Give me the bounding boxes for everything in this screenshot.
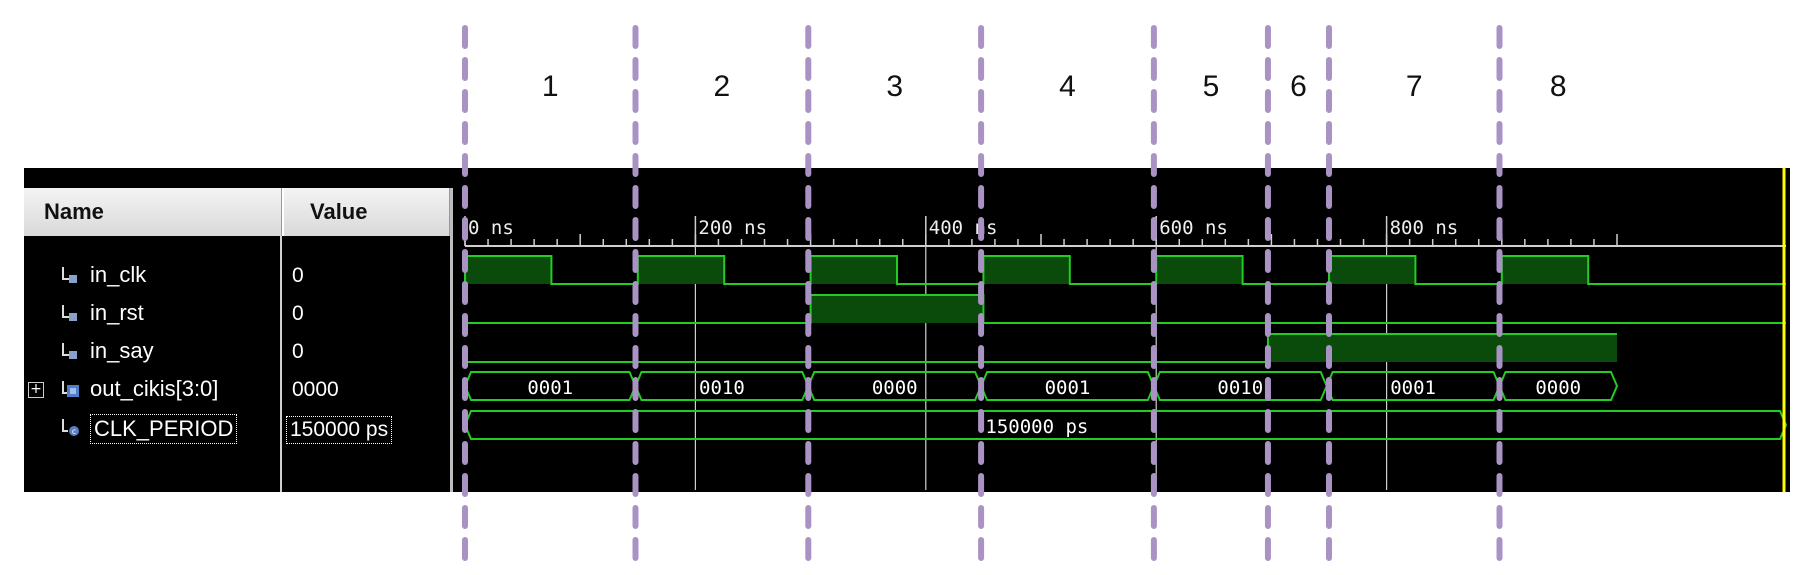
- time-axis-label: 600 ns: [1159, 217, 1228, 239]
- out-cikis-value-label: 0010: [1217, 377, 1263, 399]
- bus-signal-icon: [62, 381, 79, 397]
- in-clk-high-fill: [810, 256, 897, 284]
- out-cikis-bus-segment: [1498, 371, 1619, 401]
- expand-plus-icon[interactable]: +: [28, 382, 44, 398]
- signal-name: in_say: [90, 338, 154, 363]
- in-say-high-fill: [1267, 334, 1617, 362]
- signal-row-in-rst[interactable]: in_rst 0: [24, 296, 450, 334]
- out-cikis-value-label: 0001: [1390, 377, 1436, 399]
- cycle-number-label: 4: [1059, 70, 1076, 103]
- signal-value: 0: [292, 264, 304, 287]
- out-cikis-value-label: 0000: [1535, 377, 1581, 399]
- svg-text:c: c: [72, 427, 77, 436]
- signal-row-clk-period[interactable]: c CLK_PERIOD 150000 ps: [24, 410, 450, 448]
- in-clk-high-fill: [637, 256, 725, 284]
- in-rst-high-fill: [810, 295, 984, 323]
- in-clk-high-fill: [983, 256, 1070, 284]
- in-clk-high-fill: [1501, 256, 1589, 284]
- signal-name: in_clk: [90, 262, 147, 287]
- cycle-number-label: 6: [1290, 70, 1307, 103]
- signal-row-in-say[interactable]: in_say 0: [24, 334, 450, 372]
- signal-value: 0: [292, 302, 304, 325]
- in-clk-high-fill: [465, 256, 552, 284]
- time-axis-label: 400 ns: [929, 217, 998, 239]
- signal-value: 150000 ps: [286, 416, 393, 444]
- wire-signal-icon: [62, 305, 77, 321]
- wire-signal-icon: [62, 343, 77, 359]
- out-cikis-value-label: 0001: [1045, 377, 1091, 399]
- cycle-number-label: 5: [1203, 70, 1220, 103]
- out-cikis-value-label: 0001: [527, 377, 573, 399]
- cycle-number-label: 8: [1550, 70, 1567, 103]
- in-rst-waveform: [465, 294, 1786, 324]
- signal-name: CLK_PERIOD: [90, 414, 238, 444]
- column-divider[interactable]: [280, 236, 282, 492]
- value-column-header[interactable]: Value: [282, 188, 450, 236]
- clk-period-bus: [463, 410, 1788, 440]
- signal-row-in-clk[interactable]: in_clk 0: [24, 258, 450, 296]
- out-cikis-value-label: 0000: [872, 377, 918, 399]
- signal-name: in_rst: [90, 300, 144, 325]
- in-clk-high-fill: [1156, 256, 1243, 284]
- time-axis-label: 0 ns: [468, 217, 514, 239]
- cycle-number-label: 3: [886, 70, 903, 103]
- signal-value: 0000: [292, 378, 339, 401]
- signal-list-pane: Name Value in_clk 0 in_rst 0 in_say 0 +: [24, 188, 453, 492]
- cycle-number-label: 2: [714, 70, 731, 103]
- name-column-header[interactable]: Name: [24, 188, 282, 236]
- signal-value: 0: [292, 340, 304, 363]
- parameter-icon: c: [62, 419, 79, 436]
- pane-splitter[interactable]: [450, 188, 453, 492]
- cycle-number-label: 1: [542, 70, 559, 103]
- cycle-number-label: 7: [1406, 70, 1423, 103]
- clk-period-value-label: 150000 ps: [985, 416, 1088, 438]
- wire-signal-icon: [62, 267, 77, 283]
- time-axis-label: 800 ns: [1390, 217, 1459, 239]
- in-clk-high-fill: [1329, 256, 1416, 284]
- out-cikis-value-label: 0010: [699, 377, 745, 399]
- signal-name: out_cikis[3:0]: [90, 376, 219, 401]
- signal-row-out-cikis[interactable]: + out_cikis[3:0] 0000: [24, 372, 450, 410]
- time-axis-label: 200 ns: [698, 217, 767, 239]
